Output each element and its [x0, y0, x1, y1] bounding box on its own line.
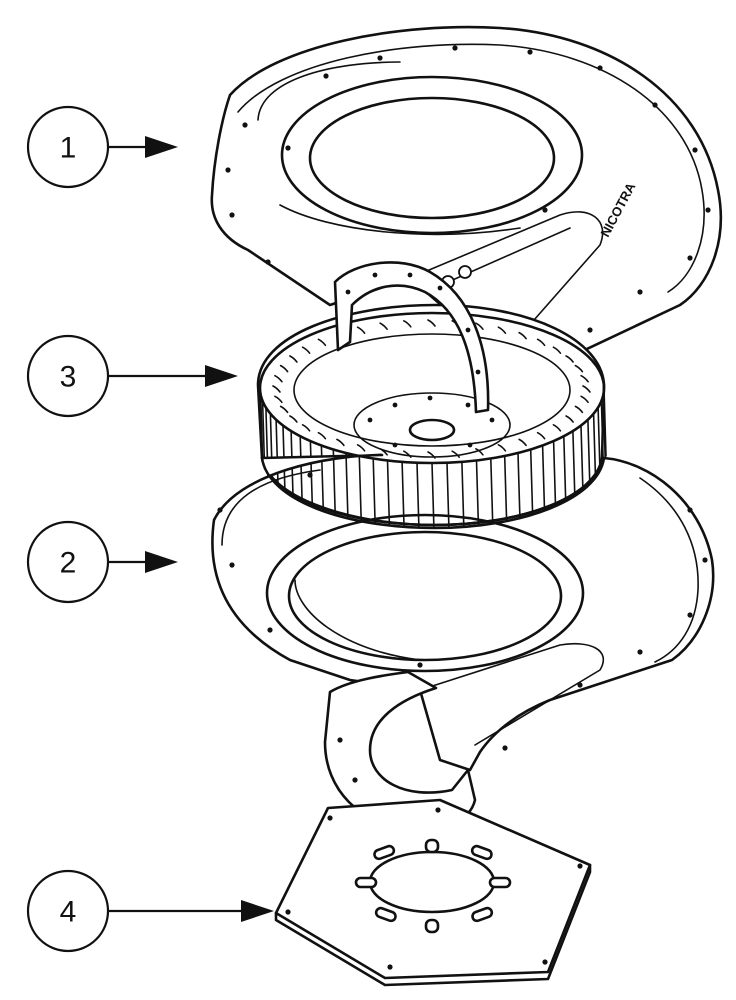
top-housing-bolt-holes [225, 45, 711, 333]
callout-3: 3 [26, 334, 238, 418]
mounting-plate-outline [274, 798, 592, 980]
mounting-plate-bolt-holes [285, 807, 583, 970]
top-housing-inlet-outer [280, 75, 584, 235]
impeller-side-blades [259, 387, 607, 532]
bottom-housing-outlet-tongue [419, 643, 605, 746]
impeller-hub [408, 418, 456, 442]
callout-4: 4 [26, 869, 274, 953]
impeller-shroud-outline [256, 303, 606, 527]
callout-4-label: 4 [60, 896, 77, 929]
top-housing-inlet-inner [308, 96, 556, 220]
impeller-backplate [353, 392, 511, 458]
impeller-retaining-arch [333, 261, 490, 414]
top-housing-rim [237, 43, 705, 293]
callout-2-label: 2 [60, 547, 77, 580]
top-housing-outlet-tongue [409, 211, 604, 371]
bottom-housing-outline [211, 453, 715, 772]
bottom-housing-bolt-holes [217, 472, 708, 823]
mounting-plate [274, 798, 592, 987]
impeller-hub-bolts [367, 395, 495, 448]
callout-1-label: 1 [60, 132, 77, 165]
callout-1: 1 [26, 105, 178, 189]
callout-2: 2 [26, 520, 178, 604]
bottom-housing-inlet-inner [287, 530, 563, 662]
callout-3-label: 3 [60, 361, 77, 394]
impeller-inner-ring [293, 333, 571, 447]
bottom-housing [211, 453, 715, 832]
mounting-plate-slots [354, 838, 512, 934]
bottom-housing-inlet-outer [265, 513, 585, 673]
impeller [256, 261, 607, 532]
